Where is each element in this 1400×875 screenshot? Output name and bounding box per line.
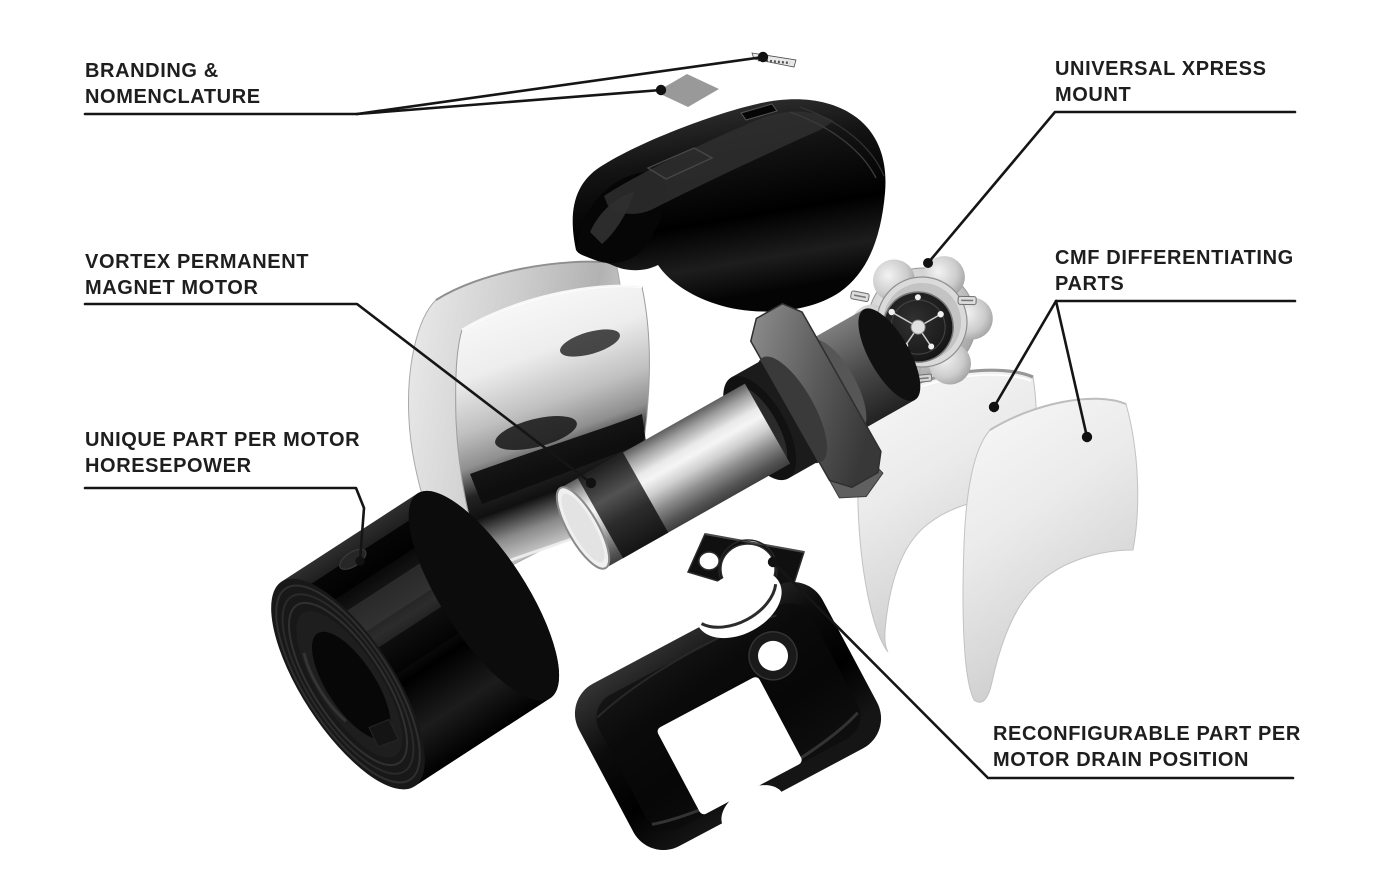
callout-branding-line2: NOMENCLATURE — [85, 86, 261, 108]
callout-reconfig-line1: RECONFIGURABLE PART PER — [993, 723, 1301, 745]
callout-branding-line1: BRANDING & — [85, 60, 219, 82]
callout-branding: BRANDING & NOMENCLATURE — [85, 58, 261, 110]
mount-screws — [850, 290, 977, 383]
callout-unique-line1: UNIQUE PART PER MOTOR — [85, 429, 361, 451]
cover-label-recess — [646, 147, 714, 180]
callout-cmf-parts: CMF DIFFERENTIATING PARTS — [1055, 245, 1294, 297]
horsepower-ring — [271, 490, 560, 790]
callout-reconfig-line2: MOTOR DRAIN POSITION — [993, 749, 1250, 771]
callout-vortex-motor: VORTEX PERMANENT MAGNET MOTOR — [85, 249, 309, 301]
callout-universal-line1: UNIVERSAL XPRESS — [1055, 58, 1267, 80]
bottom-shell-cutout — [657, 677, 802, 815]
callout-vortex-line2: MAGNET MOTOR — [85, 277, 259, 299]
bottom-shell-notch-bottom — [721, 785, 785, 836]
ring-keyway — [368, 718, 400, 748]
bottom-cover-shell — [574, 569, 882, 851]
bottom-shell-hole — [758, 640, 789, 671]
callout-universal-line2: MOUNT — [1055, 84, 1132, 106]
callout-cmf-line1: CMF DIFFERENTIATING — [1055, 247, 1294, 269]
top-cover-shell — [572, 99, 886, 312]
leader-lines — [83, 55, 1297, 780]
motor-end-band — [577, 452, 669, 559]
motor-core-assembly — [555, 302, 921, 570]
ring-bore — [311, 631, 391, 740]
bottom-shell-notch-top — [695, 569, 782, 639]
callout-reconfigurable-part: RECONFIGURABLE PART PER MOTOR DRAIN POSI… — [993, 721, 1301, 773]
cmf-shell-front — [962, 397, 1139, 703]
leader-dots — [355, 51, 1093, 568]
callout-cmf-line2: PARTS — [1055, 273, 1125, 295]
callout-universal-mount: UNIVERSAL XPRESS MOUNT — [1055, 56, 1267, 108]
cover-vent-slot — [740, 103, 778, 121]
callout-unique-part: UNIQUE PART PER MOTOR HORESEPOWER — [85, 427, 360, 479]
callout-unique-line2: HORESEPOWER — [85, 455, 252, 477]
callout-vortex-line1: VORTEX PERMANENT — [85, 251, 310, 273]
branding-badge — [656, 74, 719, 107]
mounting-flange — [749, 302, 882, 489]
